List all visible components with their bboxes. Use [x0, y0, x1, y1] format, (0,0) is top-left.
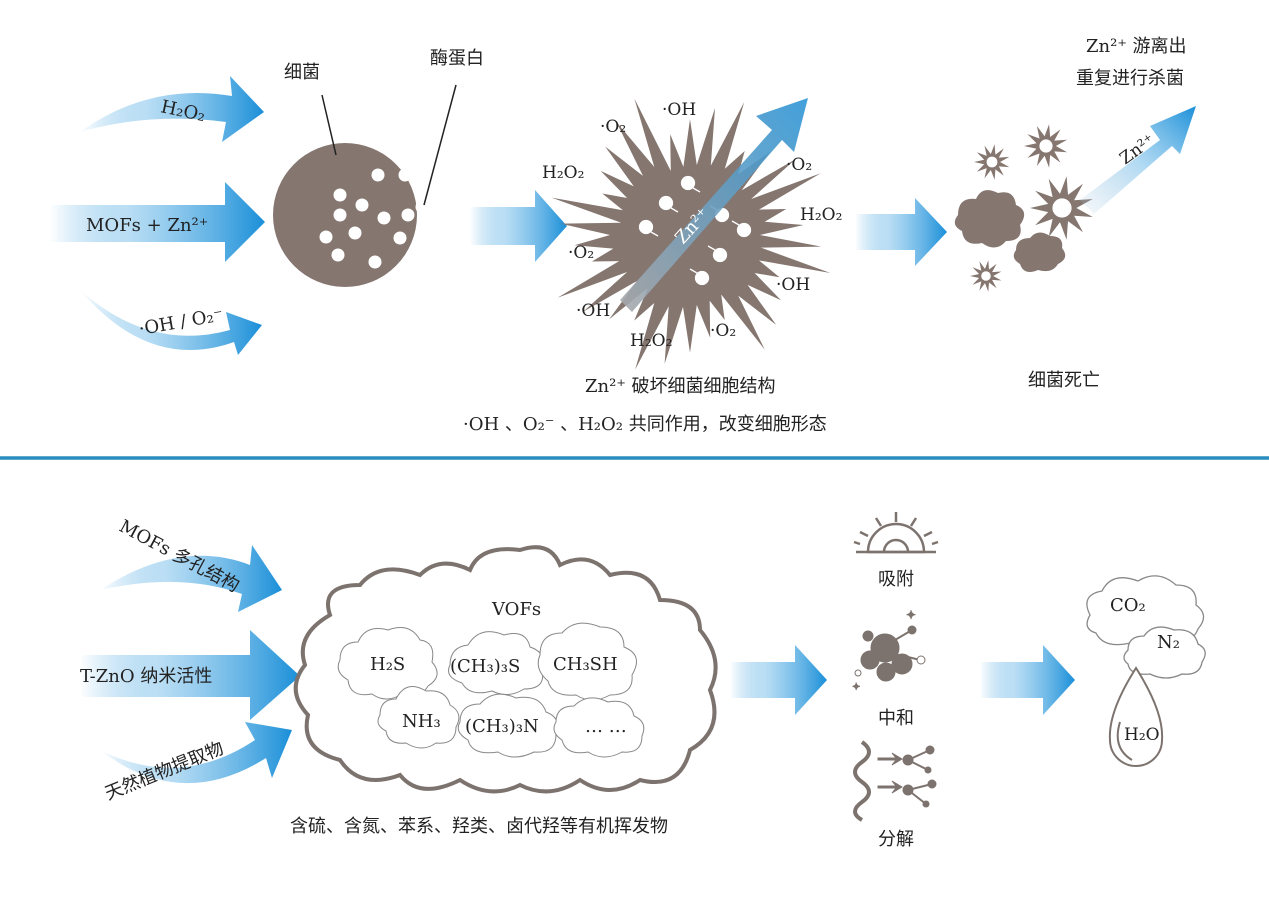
- dead-bacteria: [954, 124, 1093, 292]
- radical-label: H₂O₂: [800, 205, 842, 225]
- enzyme-protein-dot: [415, 200, 429, 214]
- label-mofs-zn: MOFs + Zn²⁺: [86, 215, 208, 236]
- svg-text:✦: ✦: [852, 682, 860, 693]
- enzyme-label: 酶蛋白: [430, 48, 484, 69]
- radical-label: H₂O₂: [630, 331, 672, 351]
- mechanism-decomposition: 分解: [878, 829, 914, 850]
- mechanism-adsorption: 吸附: [878, 569, 914, 590]
- radical-label: ·O₂: [568, 243, 594, 263]
- product-n2: N₂: [1157, 632, 1180, 653]
- damaged-bacteria: Zn²⁺: [551, 98, 831, 370]
- radical-label: ·OH: [662, 100, 696, 120]
- vofs-caption: 含硫、含氮、苯系、羟类、卤代羟等有机挥发物: [290, 816, 668, 837]
- compound-label: CH₃SH: [553, 654, 618, 675]
- enzyme-protein-dot: [401, 208, 415, 222]
- mechanism-neutralization: 中和: [878, 708, 914, 729]
- input-arrow-porous: MOFs 多孔结构: [100, 516, 282, 612]
- product-h2o: H₂O: [1124, 725, 1160, 745]
- compound-label: H₂S: [370, 654, 405, 675]
- compound-label: (CH₃)₃S: [450, 656, 520, 677]
- label-tzno: T-ZnO 纳米活性: [80, 666, 212, 687]
- radical-label: ·O₂: [786, 155, 812, 175]
- enzyme-protein-dot: [393, 231, 407, 245]
- enzyme-protein-dot: [333, 188, 347, 202]
- adsorption-icon: [853, 512, 939, 554]
- enzyme-protein-dot: [398, 168, 412, 182]
- enzyme-protein-dot: [355, 198, 369, 212]
- compound-label: … …: [585, 716, 627, 737]
- enzyme-protein-dot: [368, 255, 382, 269]
- input-arrow-h2o2: H₂O₂: [80, 76, 264, 142]
- radical-label: ·O₂: [710, 321, 736, 341]
- input-arrow-oh-o2: ·OH / O₂⁻: [80, 290, 262, 355]
- zn-release-line1: Zn²⁺ 游离出: [1086, 36, 1187, 57]
- water-drop-icon: [1108, 666, 1164, 767]
- input-arrow-plant: 天然植物提取物: [100, 722, 292, 805]
- enzyme-protein-dot: [333, 208, 347, 222]
- enzyme-protein-dot: [319, 230, 333, 244]
- arrow-to-death: [855, 198, 947, 266]
- svg-text:✦: ✦: [906, 608, 916, 622]
- enzyme-protein-dot: [371, 168, 385, 182]
- enzyme-protein-dot: [331, 248, 345, 262]
- radical-label: ·OH: [776, 275, 810, 295]
- zn-release-arrow: Zn²⁺: [1080, 106, 1196, 214]
- enzyme-protein-dot: [348, 226, 362, 240]
- bacteria-cell: [273, 84, 457, 287]
- compound-label: NH₃: [402, 711, 441, 732]
- arrow-to-products: [980, 645, 1075, 715]
- vofs-cloud: [293, 545, 718, 794]
- arrow-to-mechanisms: [730, 645, 827, 715]
- radical-label: H₂O₂: [542, 163, 584, 183]
- neutralization-icon: ✦ ✦: [852, 608, 926, 694]
- label-porous: MOFs 多孔结构: [116, 516, 243, 597]
- radical-label: ·O₂: [600, 117, 626, 137]
- co2-cloud: [1086, 575, 1206, 679]
- enzyme-protein-dot: [385, 273, 399, 287]
- death-label: 细菌死亡: [1028, 370, 1100, 391]
- zn-release-line2: 重复进行杀菌: [1076, 68, 1184, 89]
- input-arrow-tzno: T-ZnO 纳米活性: [80, 630, 300, 720]
- radical-label: ·OH: [576, 301, 610, 321]
- bacteria-label: 细菌: [284, 62, 320, 83]
- caption-zn-damage: Zn²⁺ 破坏细菌细胞结构: [585, 376, 776, 397]
- input-arrow-mofs-zn: MOFs + Zn²⁺: [50, 182, 265, 262]
- vofs-title: VOFs: [491, 599, 541, 620]
- enzyme-protein-dot: [377, 211, 391, 225]
- product-co2: CO₂: [1110, 595, 1146, 616]
- compound-label: (CH₃)₃N: [465, 716, 539, 737]
- caption-radicals: ·OH 、O₂⁻ 、H₂O₂ 共同作用，改变细胞形态: [463, 414, 827, 435]
- arrow-to-attack: [470, 190, 567, 262]
- decomposition-icon: [853, 740, 937, 822]
